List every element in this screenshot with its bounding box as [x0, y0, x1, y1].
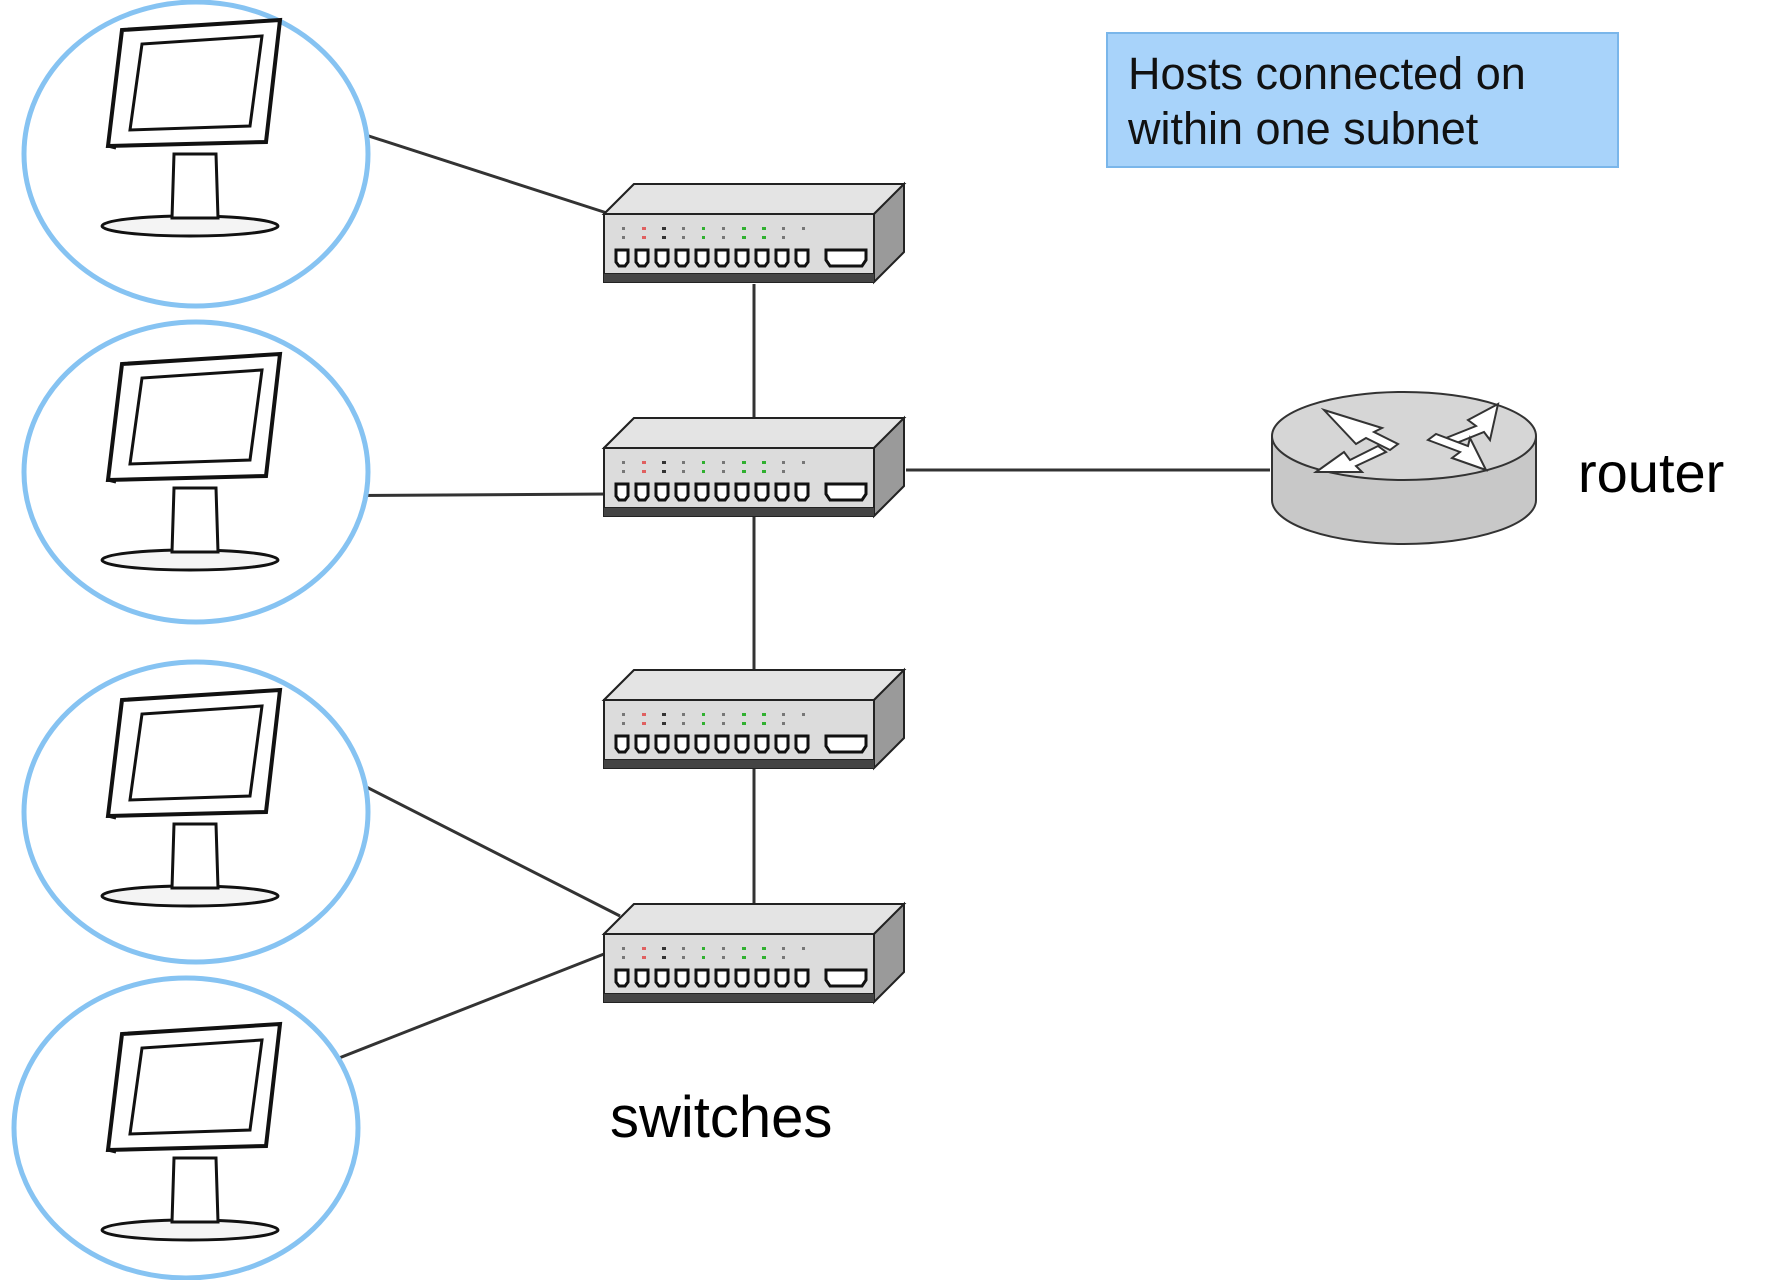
subnet-note: Hosts connected on within one subnet — [1106, 32, 1619, 168]
router-label: router — [1578, 441, 1725, 504]
host-2 — [21, 319, 371, 625]
host-4 — [11, 975, 361, 1280]
note-line-1: Hosts connected on — [1128, 48, 1526, 99]
switch-1 — [602, 182, 906, 284]
router-icon — [1271, 391, 1537, 545]
switch-2 — [602, 416, 906, 518]
switch-3 — [602, 668, 906, 770]
note-line-2: within one subnet — [1128, 103, 1479, 154]
host-3 — [21, 659, 371, 965]
host-1 — [21, 0, 371, 309]
switch-4 — [602, 902, 906, 1004]
switches-label: switches — [610, 1085, 833, 1150]
